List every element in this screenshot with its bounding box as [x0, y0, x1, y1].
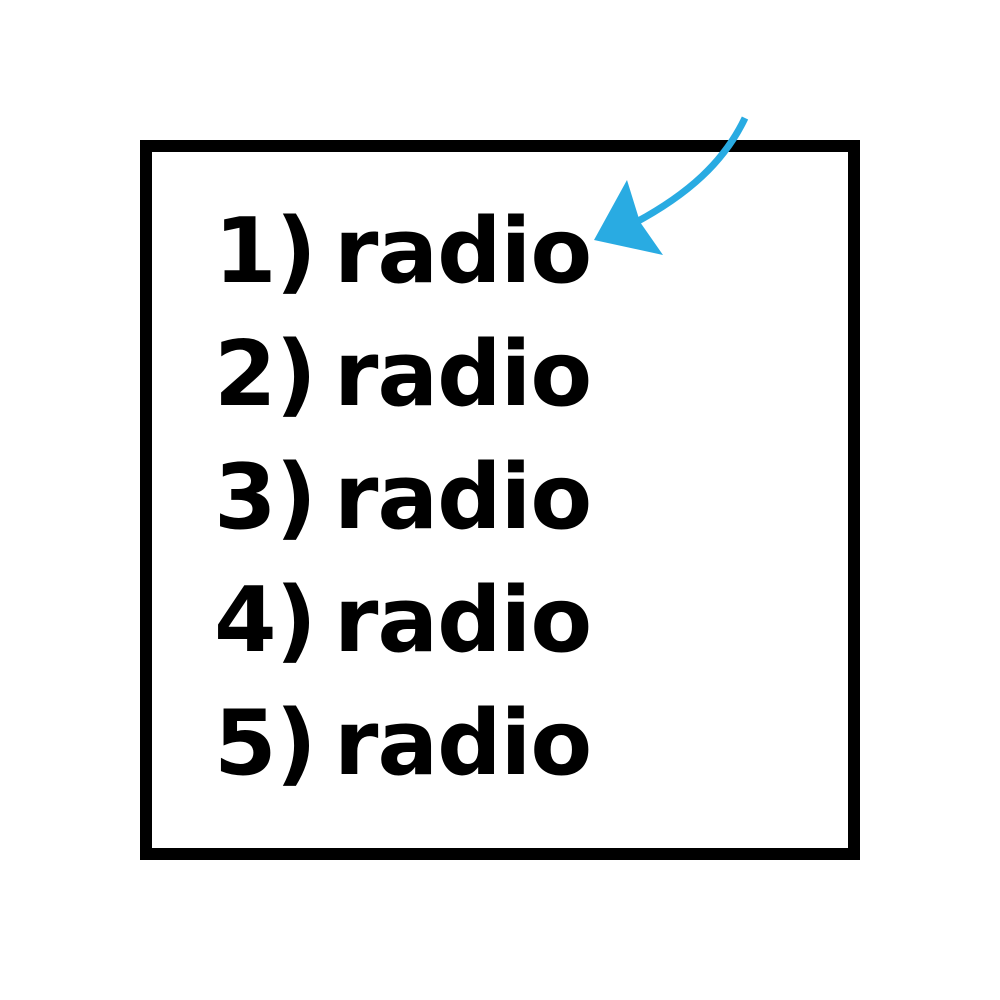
item-number: 4): [214, 568, 317, 673]
list-item-5: 5)radio: [214, 689, 592, 799]
item-label: radio: [334, 322, 592, 427]
item-number: 5): [214, 691, 317, 796]
item-label: radio: [334, 445, 592, 550]
item-number: 1): [214, 199, 317, 304]
item-number: 3): [214, 445, 317, 550]
item-label: radio: [334, 199, 592, 304]
list-item-3: 3)radio: [214, 443, 592, 553]
list-item-4: 4)radio: [214, 566, 592, 676]
item-number: 2): [214, 322, 317, 427]
item-label: radio: [334, 568, 592, 673]
list-item-2: 2)radio: [214, 320, 592, 430]
list-item-1: 1)radio: [214, 197, 592, 307]
numbered-list-box: 1)radio 2)radio 3)radio 4)radio 5)radio: [140, 140, 860, 860]
item-label: radio: [334, 691, 592, 796]
